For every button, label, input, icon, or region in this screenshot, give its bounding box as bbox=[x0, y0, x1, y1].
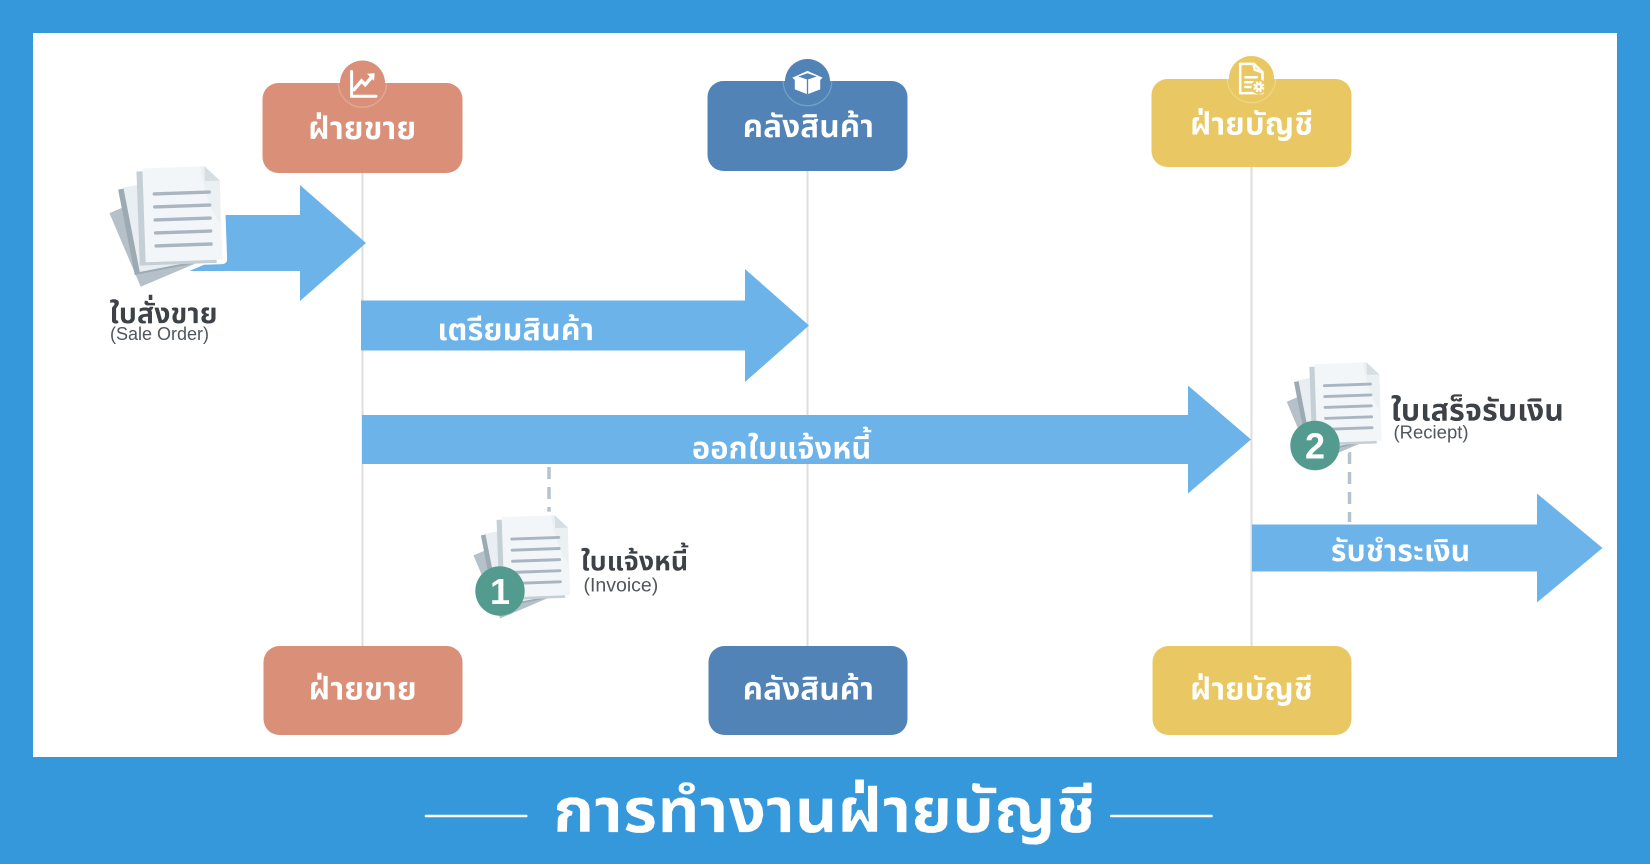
svg-text:2: 2 bbox=[1305, 426, 1325, 467]
svg-text:(Invoice): (Invoice) bbox=[584, 575, 659, 597]
svg-text:1: 1 bbox=[490, 571, 510, 612]
svg-text:(Reciept): (Reciept) bbox=[1394, 422, 1469, 443]
svg-text:(Sale Order): (Sale Order) bbox=[110, 324, 209, 344]
